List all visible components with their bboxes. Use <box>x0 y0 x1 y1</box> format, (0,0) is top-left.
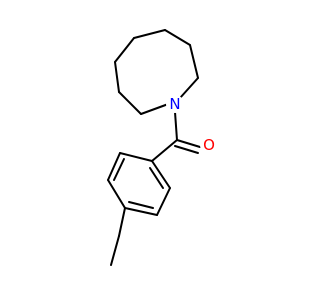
ring-bond-8 <box>179 77 199 99</box>
n-carbonyl-bond <box>174 111 178 141</box>
ring-bond-1 <box>140 102 172 115</box>
ethyl-group <box>110 207 126 266</box>
oxygen-label: O <box>203 136 215 154</box>
ring-bond-3 <box>114 61 120 93</box>
benzene-ring <box>107 152 171 216</box>
ring-bond-7 <box>189 44 199 79</box>
molecule-diagram: N O <box>107 29 218 266</box>
nitrogen-label: N <box>169 95 180 113</box>
ring-bond-6 <box>164 29 191 46</box>
structure-svg: N O <box>107 29 218 266</box>
azocane-ring <box>114 29 199 115</box>
carbonyl-aryl-bond <box>151 139 178 162</box>
ring-bond-4 <box>114 37 135 63</box>
carbonyl-double-bond <box>174 139 201 154</box>
oxygen-atom: O <box>200 136 218 154</box>
ring-bond-5 <box>133 29 166 39</box>
ring-bond-2 <box>118 91 142 115</box>
nitrogen-atom: N <box>166 95 184 113</box>
